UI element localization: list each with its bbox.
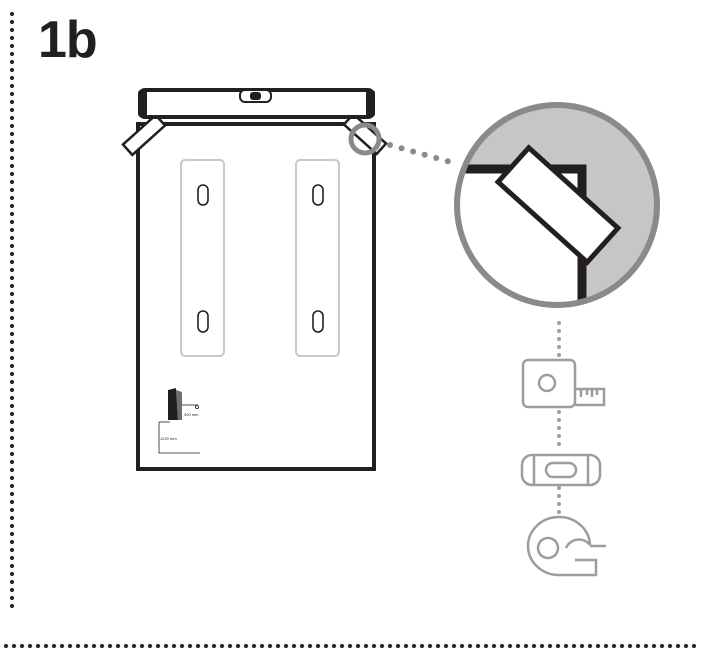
keyhole-icon <box>197 184 209 206</box>
detail-callout <box>454 102 660 308</box>
side-offset-label: 300 mm <box>184 412 199 417</box>
keyhole-icon <box>312 184 324 206</box>
mounting-plate-right <box>295 159 340 357</box>
template-sheet: 300 mm 1220 mm <box>121 112 388 471</box>
floor-height-label: 1220 mm <box>160 436 177 441</box>
adhesive-tape-icon <box>526 515 606 577</box>
keyhole-icon <box>197 310 209 333</box>
highlight-circle <box>348 122 382 156</box>
spirit-level-icon <box>520 453 602 487</box>
placement-dimension-diagram: 300 mm 1220 mm <box>158 388 200 454</box>
tape-strip-left <box>121 113 167 157</box>
mounting-plate-left <box>180 159 225 357</box>
keyhole-icon <box>312 310 324 333</box>
spirit-level <box>138 88 375 119</box>
callout-connector <box>387 142 457 166</box>
measuring-tape-icon <box>521 358 606 409</box>
step-number: 1b <box>38 11 98 69</box>
